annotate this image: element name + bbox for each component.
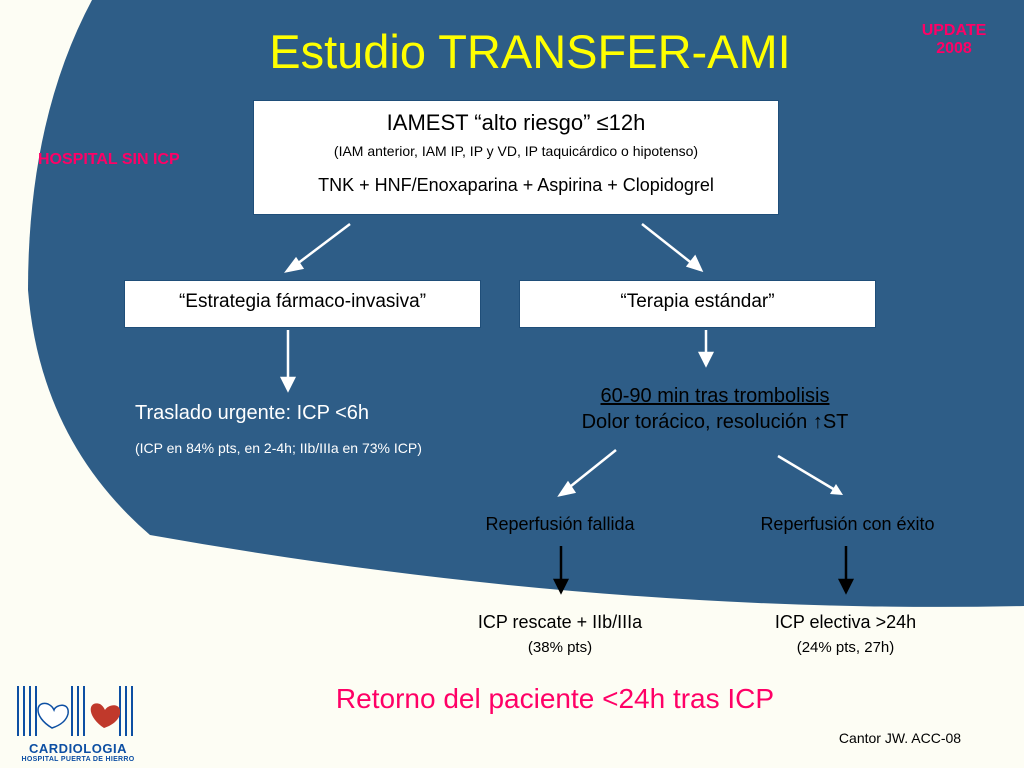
update-label: UPDATE (921, 22, 987, 39)
traslado-text: Traslado urgente: ICP <6h (135, 402, 370, 424)
arrow-to-failed (565, 449, 617, 491)
heart-logo-icon (17, 686, 133, 736)
flow-arrows (279, 223, 836, 497)
logo-title: CARDIOLOGIA (29, 741, 127, 756)
elective-pci-action: ICP electiva >24h (774, 612, 917, 632)
arrow-failed-down-head (552, 578, 570, 595)
top-box: IAMEST “alto riesgo” ≤12h (IAM anterior,… (253, 100, 779, 215)
elective-pci-detail: (24% pts, 27h) (796, 639, 895, 656)
arrow-top-to-right (641, 223, 695, 266)
top-box-sub: (IAM anterior, IAM IP, IP y VD, IP taqui… (333, 143, 699, 159)
rescue-pci-detail: (38% pts) (527, 639, 593, 656)
arrow-left-down-head (279, 376, 297, 393)
arrow-to-failed-head (557, 480, 577, 497)
cardiologia-logo: CARDIOLOGIA HOSPITAL PUERTA DE HIERRO (12, 678, 144, 766)
update-badge: UPDATE 2008 (890, 22, 1018, 59)
rescue-pci-action: ICP rescate + IIb/IIIa (477, 612, 643, 632)
criteria-text: Dolor torácico, resolución ↑ST (581, 411, 849, 433)
hospital-label: HOSPITAL SIN ICP (38, 151, 180, 168)
citation: Cantor JW. ACC-08 (838, 730, 962, 746)
dark-arrows (552, 546, 855, 595)
logo-subtitle: HOSPITAL PUERTA DE HIERRO (21, 756, 135, 763)
arrow-top-to-left-head (284, 256, 305, 273)
traslado-detail: (ICP en 84% pts, en 2-4h; IIb/IIIa en 73… (135, 440, 422, 456)
arrow-right-down-head (697, 351, 715, 368)
arrow-success-down-head (837, 578, 855, 595)
strategy-box: “Estrategia fármaco-invasiva” (124, 280, 481, 328)
standard-criteria: 60-90 min tras trombolisis Dolor torácic… (530, 383, 900, 435)
reperfusion-failed-label: Reperfusión fallida (485, 514, 635, 534)
arrow-top-to-right-head (685, 254, 704, 273)
elective-pci: ICP electiva >24h (24% pts, 27h) (728, 612, 963, 656)
top-box-main: IAMEST “alto riesgo” ≤12h (386, 110, 646, 135)
update-year: 2008 (936, 40, 972, 58)
reperfusion-success-label: Reperfusión con éxito (760, 514, 935, 534)
arrow-to-success-head (830, 484, 843, 495)
rescue-pci: ICP rescate + IIb/IIIa (38% pts) (440, 612, 680, 656)
return-note: Retorno del paciente <24h tras ICP (335, 683, 775, 714)
arrow-top-to-left (292, 223, 351, 268)
timing-text: 60-90 min tras trombolisis (600, 385, 830, 407)
slide-title: Estudio TRANSFER-AMI (269, 25, 791, 78)
top-box-drugs: TNK + HNF/Enoxaparina + Aspirina + Clopi… (318, 175, 714, 195)
arrow-to-success (777, 454, 836, 492)
standard-therapy-box: “Terapia estándar” (519, 280, 876, 328)
